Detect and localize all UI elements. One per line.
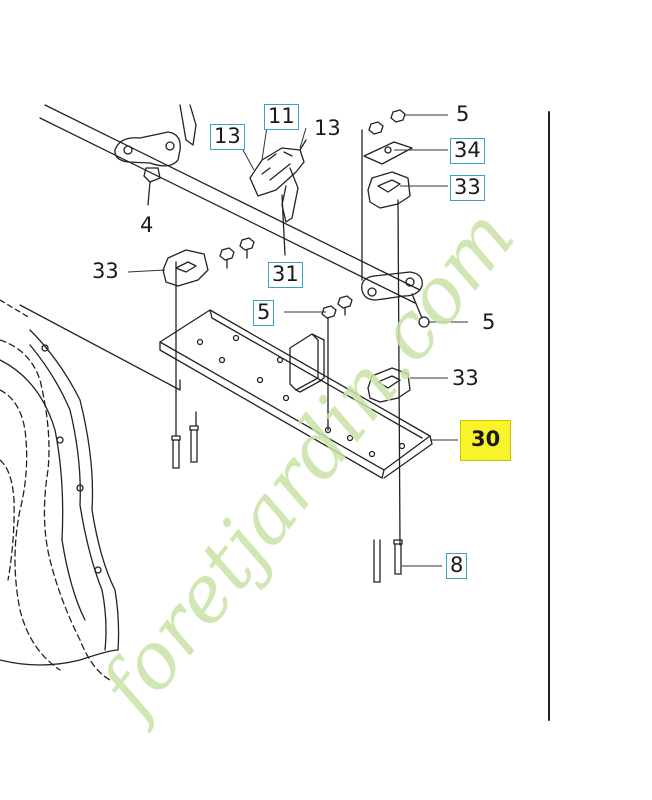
callout-11: 11	[264, 104, 299, 130]
callout-4: 4	[140, 213, 154, 237]
callout-5-mid: 5	[253, 300, 275, 326]
callout-33-top: 33	[450, 175, 485, 201]
callout-33-lower: 33	[452, 366, 479, 390]
callout-8: 8	[446, 553, 468, 579]
callout-30-highlighted: 30	[460, 420, 512, 461]
callout-13-right: 13	[314, 116, 341, 140]
callout-13-left: 13	[210, 124, 245, 150]
callout-31: 31	[268, 262, 303, 288]
callout-5-top: 5	[456, 102, 470, 126]
callout-33-left: 33	[92, 259, 119, 283]
callout-34: 34	[450, 138, 485, 164]
callout-5-right: 5	[482, 310, 496, 334]
